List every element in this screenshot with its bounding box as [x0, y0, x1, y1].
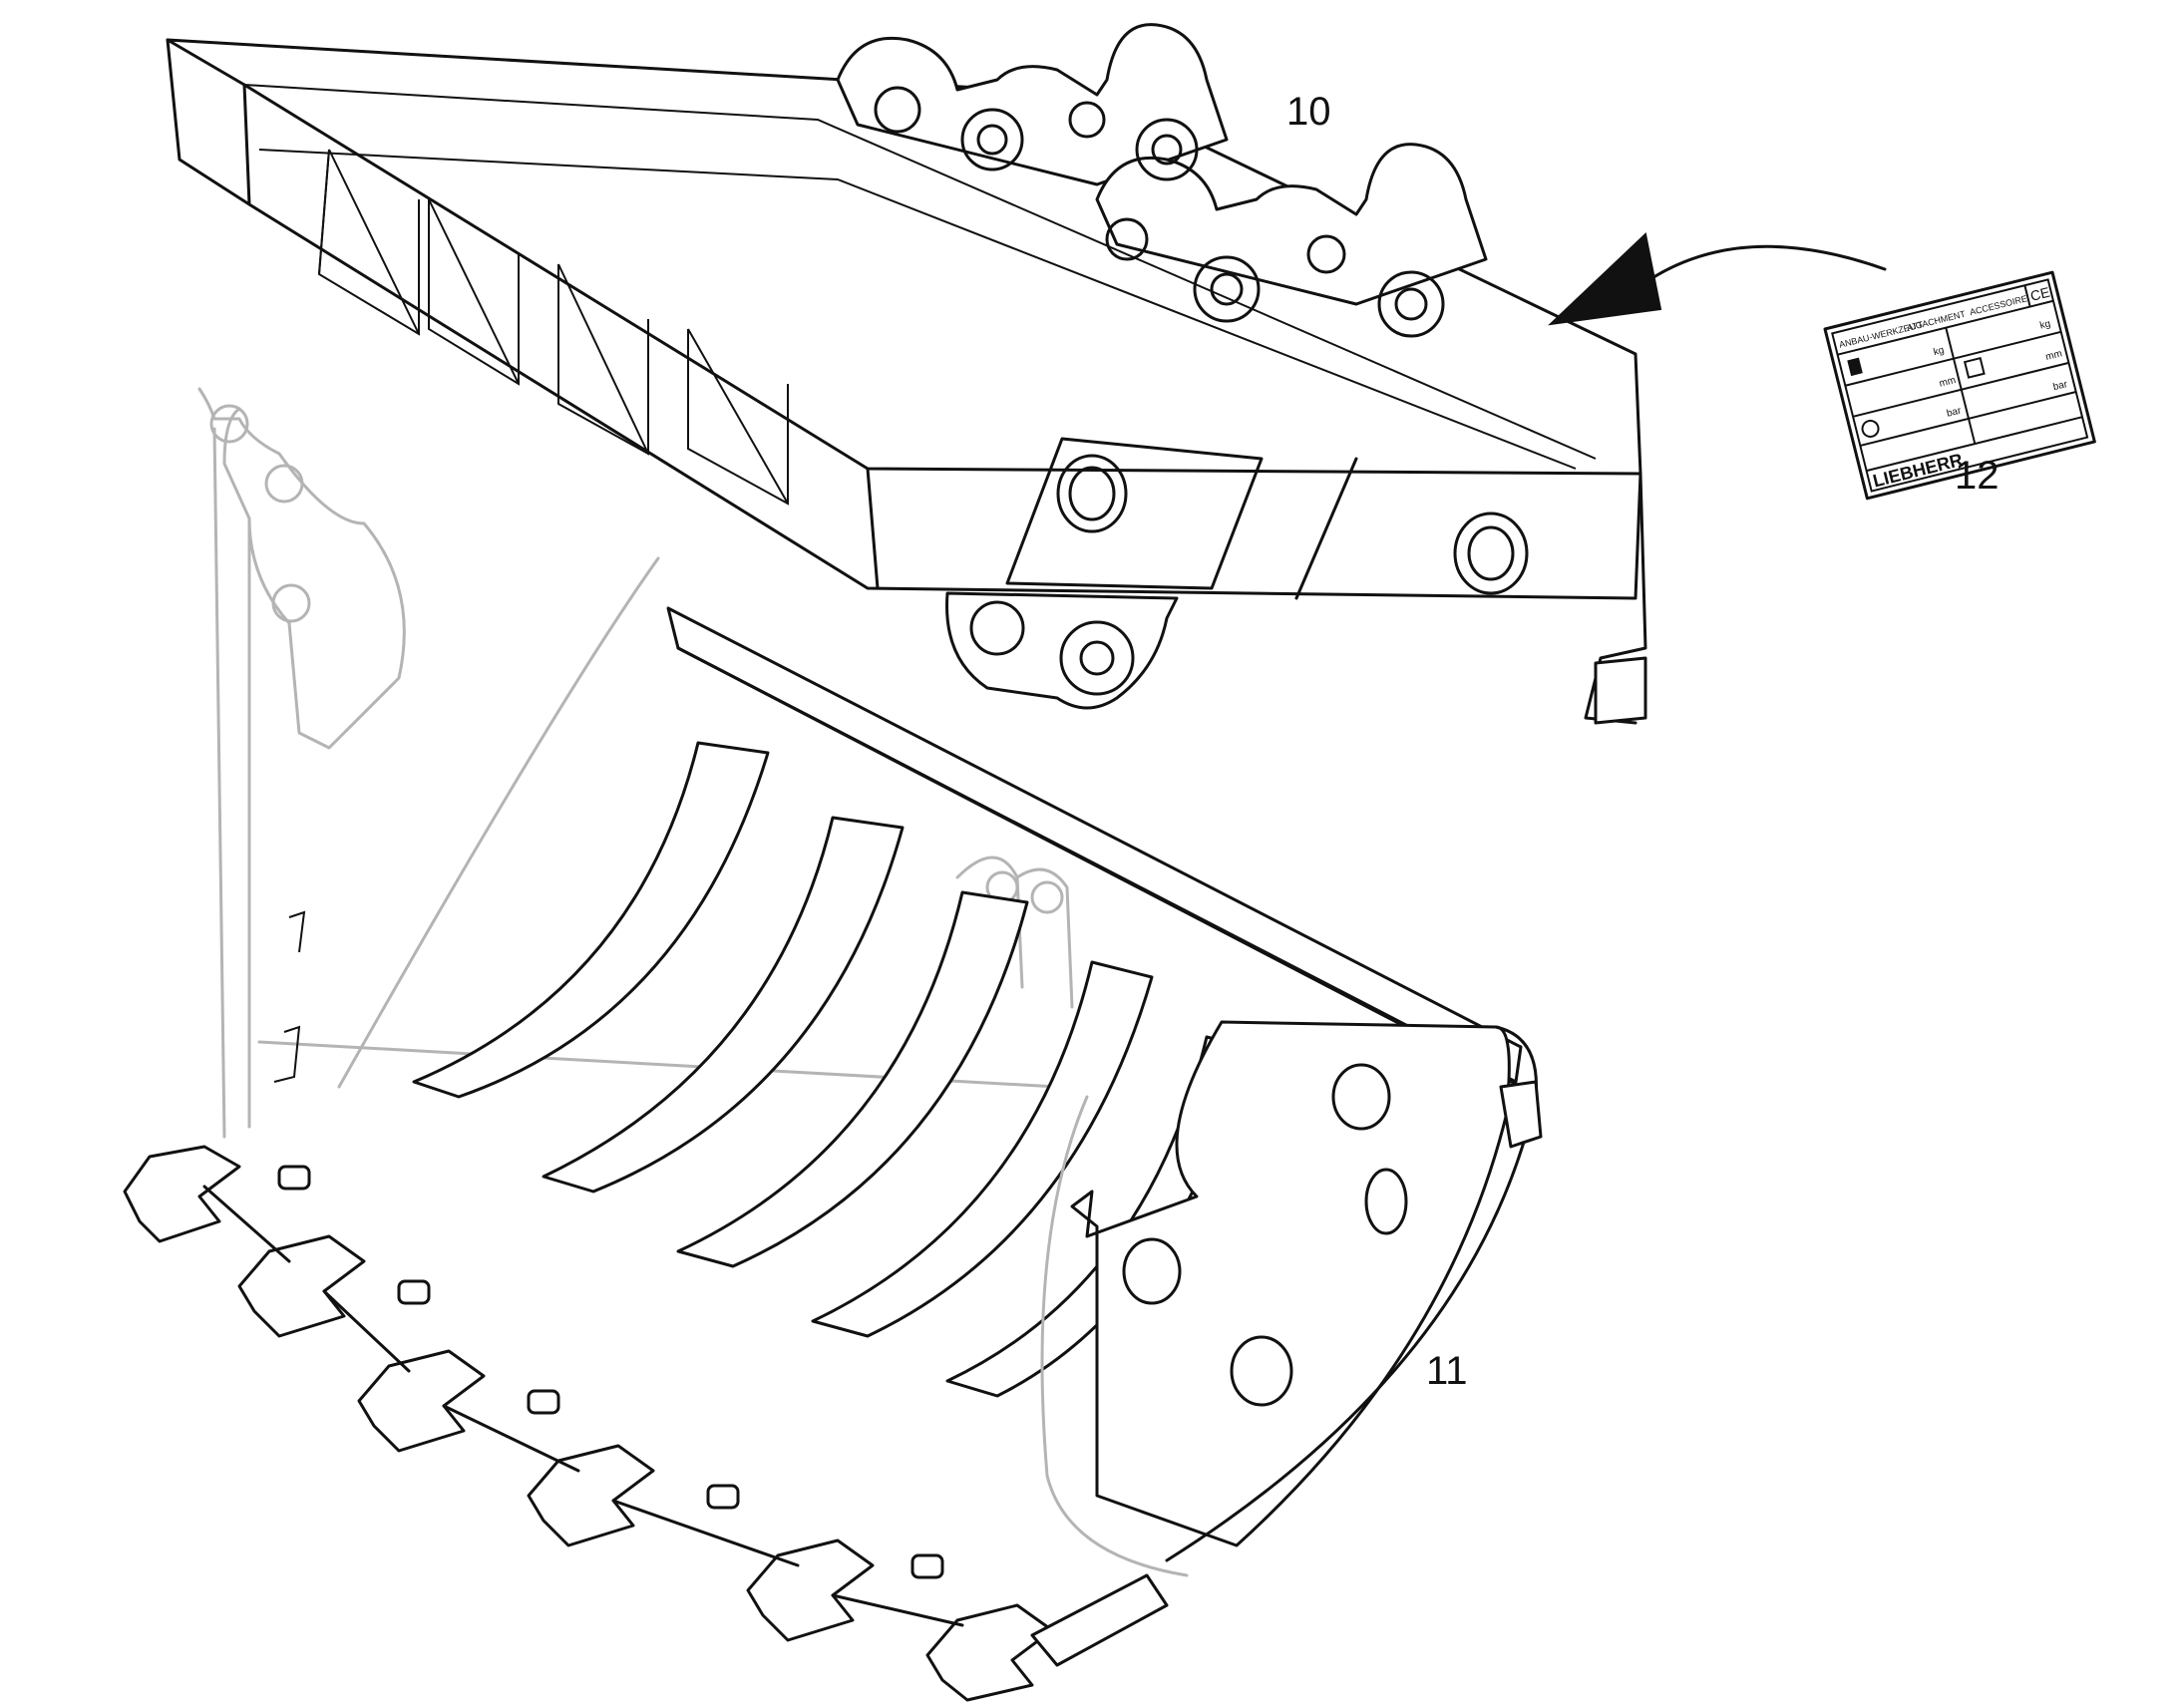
plate-unit-kg-1: kg [1933, 345, 1946, 358]
plate-unit-bar-2: bar [2052, 379, 2069, 393]
callout-12: 12 [1955, 454, 1999, 498]
ce-mark-icon: CE [2028, 284, 2051, 304]
bucket-teeth-row [123, 1145, 1169, 1702]
part-10-coupler-frame [166, 23, 1647, 725]
info-icon [1963, 356, 1986, 379]
weight-icon [1847, 357, 1863, 377]
callout-10: 10 [1286, 90, 1331, 134]
callout-11: 11 [1426, 1349, 1468, 1393]
plate-unit-kg-2: kg [2038, 318, 2051, 331]
plate-unit-bar-1: bar [1946, 405, 1963, 419]
plate-unit-mm-2: mm [2044, 348, 2063, 363]
part-12-id-plate: ANBAU-WERKZEUG ATTACHMENT ACCESSOIRE CE … [1823, 270, 2096, 501]
pressure-icon [1861, 419, 1880, 438]
part-11-bucket [123, 387, 1543, 1702]
arrow-pointer-icon [1548, 232, 1887, 326]
plate-unit-mm-1: mm [1938, 375, 1957, 390]
